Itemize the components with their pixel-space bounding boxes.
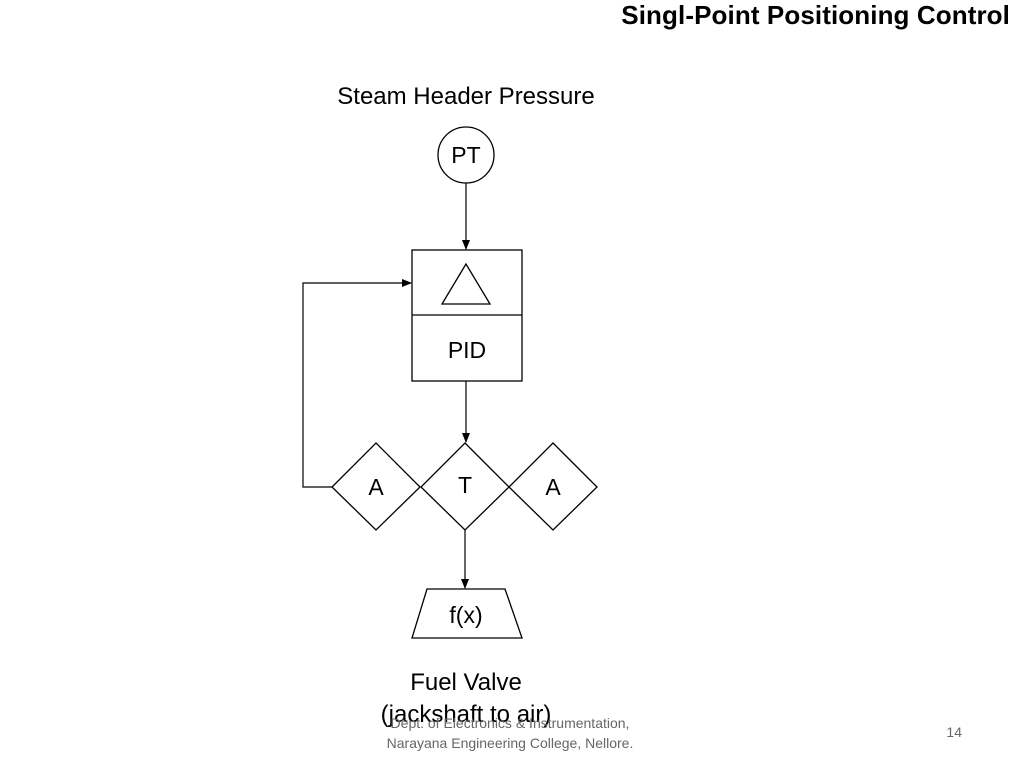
feedback-loop-line bbox=[302, 279, 412, 488]
fuel-valve-label: Fuel Valve bbox=[410, 669, 522, 696]
footer-line-2: Narayana Engineering College, Nellore. bbox=[386, 735, 634, 751]
controller-mode-label: PID bbox=[448, 337, 486, 363]
auto-diamond-right-shape bbox=[508, 442, 598, 531]
footer-line-1: Dept. of Electronics & Instrumentation, bbox=[390, 715, 630, 731]
jackshaft-label: (jackshaft to air) bbox=[381, 701, 552, 728]
steam-header-pressure-label: Steam Header Pressure bbox=[337, 83, 594, 110]
function-block-shape bbox=[411, 588, 523, 639]
transfer-diamond: T bbox=[420, 442, 510, 531]
slide-title: Singl-Point Positioning Control bbox=[621, 0, 1010, 30]
function-block: f(x) bbox=[411, 588, 523, 639]
auto-diamond-left-shape bbox=[331, 442, 421, 531]
auto-diamond-right: A bbox=[508, 442, 598, 531]
footer: Dept. of Electronics & Instrumentation, … bbox=[360, 713, 660, 753]
auto-diamond-right-label: A bbox=[545, 474, 561, 500]
page-number: 14 bbox=[946, 724, 962, 740]
pressure-transmitter-label: PT bbox=[451, 142, 480, 168]
function-block-label: f(x) bbox=[449, 602, 482, 628]
auto-diamond-left-label: A bbox=[368, 474, 384, 500]
pressure-transmitter: PT bbox=[437, 126, 495, 184]
auto-diamond-left: A bbox=[331, 442, 421, 531]
triangle-icon bbox=[440, 262, 492, 305]
pid-controller: PID bbox=[411, 249, 523, 382]
transfer-diamond-label: T bbox=[458, 472, 472, 498]
